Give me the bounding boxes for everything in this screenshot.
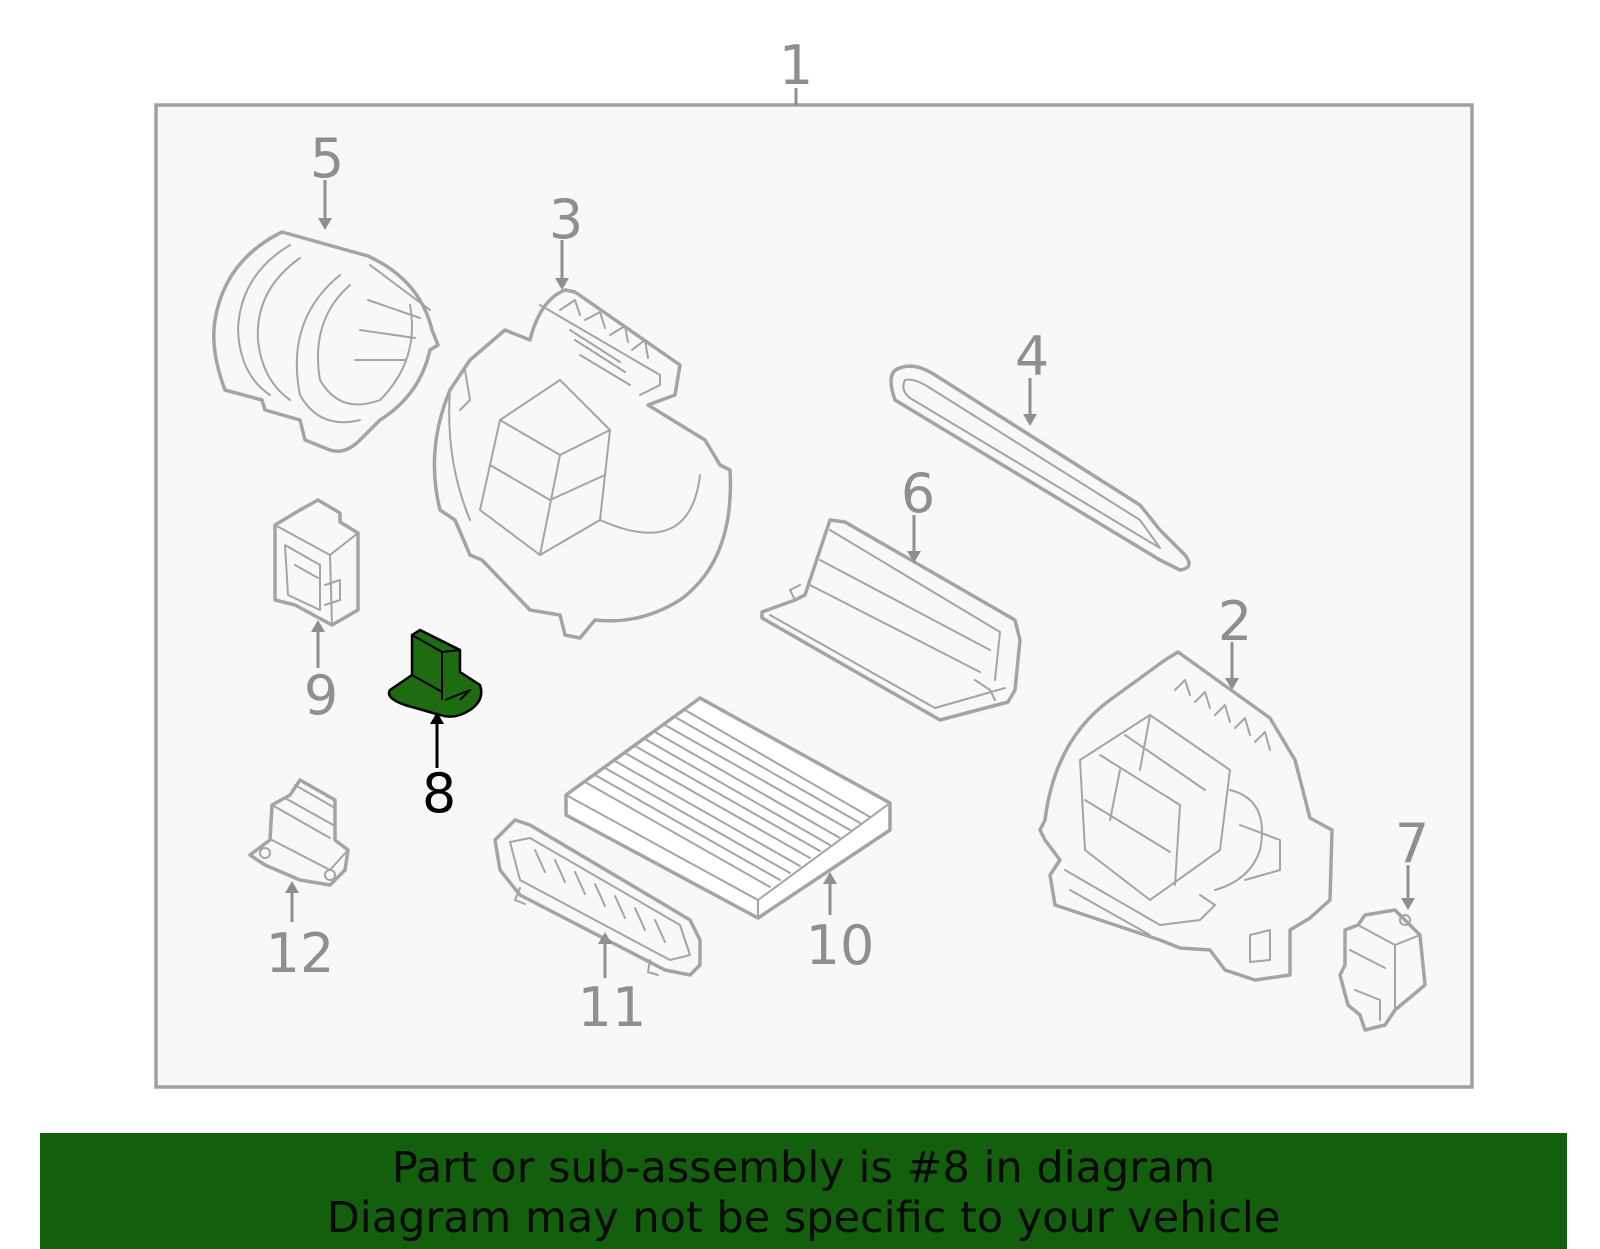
part-8-blower-resistor-highlighted [387,628,483,718]
part-7-actuator [1338,908,1427,1032]
callout-9-arrowhead [311,620,325,632]
callout-5-arrowhead [318,218,332,230]
callout-8-arrowhead [430,712,444,724]
part-9-resistor [273,498,360,627]
part-3-blower-housing [432,288,733,640]
callout-7: 7 [1395,812,1429,875]
banner-line-part: Part or sub-assembly is #8 in diagram [391,1143,1216,1193]
callout-4-arrowhead [1023,414,1037,426]
part-10-cabin-filter [564,696,892,920]
part-11-grille [493,818,702,977]
callout-10: 10 [806,914,875,977]
part-12-heatsink [248,778,350,887]
callout-6: 6 [901,462,935,525]
info-banner: Part or sub-assembly is #8 in diagram Di… [40,1133,1567,1249]
callout-4: 4 [1015,325,1049,388]
callout-6-arrowhead [907,551,921,563]
callout-10-arrowhead [823,872,837,884]
callout-5: 5 [310,127,344,190]
callout-1: 1 [779,34,813,97]
part-6-duct-tray [760,518,1022,722]
callout-8: 8 [422,762,456,825]
callout-2-arrowhead [1225,678,1239,690]
callout-12-arrowhead [285,881,299,893]
callout-9: 9 [304,664,338,727]
banner-line-disclaimer: Diagram may not be specific to your vehi… [326,1193,1281,1243]
callout-2: 2 [1218,590,1252,653]
part-4-seal [889,364,1191,572]
part-5-inlet-ring [212,230,440,453]
part-2-blower-unit [1038,650,1334,982]
callout-3: 3 [549,188,583,251]
callout-3-arrowhead [555,278,569,290]
callout-11-arrowhead [598,932,612,944]
callout-12: 12 [266,922,335,985]
callout-11: 11 [578,976,647,1039]
callout-7-arrowhead [1401,898,1415,910]
